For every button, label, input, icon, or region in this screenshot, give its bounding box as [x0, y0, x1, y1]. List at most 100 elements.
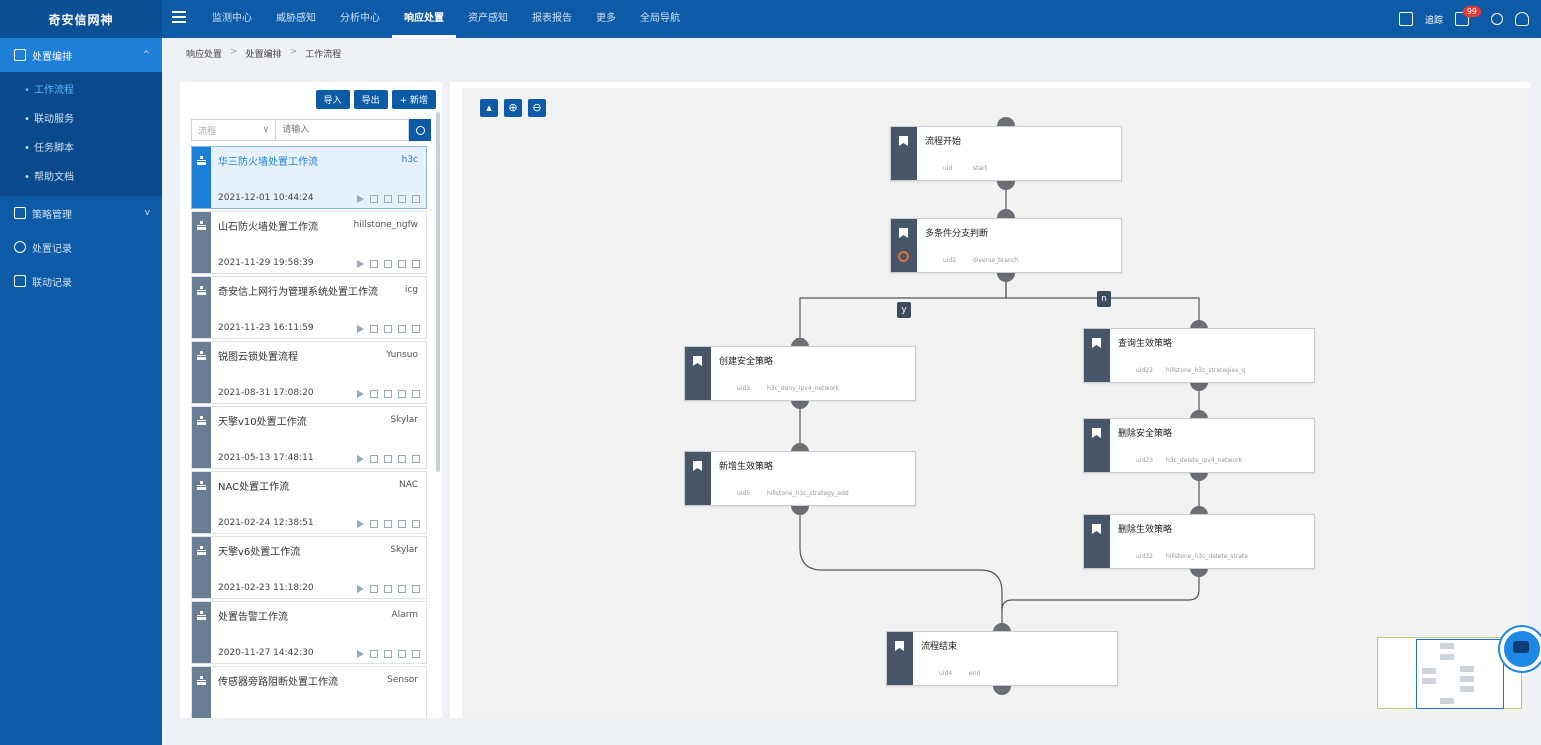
workflow-card[interactable]: 处置告警工作流 Alarm 2020-11-27 14:42:30 — [191, 601, 427, 664]
breadcrumb-item[interactable]: 响应处置 — [186, 50, 223, 60]
delete-icon[interactable] — [398, 650, 406, 658]
run-icon[interactable] — [357, 195, 364, 203]
nav-more[interactable]: 更多 — [596, 13, 616, 24]
nav-response[interactable]: 响应处置 — [392, 0, 456, 38]
download-icon[interactable] — [412, 325, 420, 333]
sidebar-item-task-script[interactable]: 任务脚本 — [0, 134, 162, 163]
nav-assets[interactable]: 资产感知 — [468, 13, 508, 24]
delete-icon[interactable] — [398, 455, 406, 463]
track-label[interactable]: 追踪 — [1424, 15, 1443, 26]
flow-node-create-policy[interactable]: 创建安全策略 uid3 h3c_deny_ipv4_network — [684, 346, 916, 401]
download-icon[interactable] — [412, 650, 420, 658]
flow-node-add-policy[interactable]: 新增生效策略 uid5 hillstone_h3c_strategy_add — [684, 451, 916, 506]
run-icon[interactable] — [357, 390, 364, 398]
edit-icon[interactable] — [370, 325, 378, 333]
run-icon[interactable] — [357, 585, 364, 593]
workflow-card[interactable]: 华三防火墙处置工作流 h3c 2021-12-01 10:44:24 — [191, 146, 427, 209]
workflow-card[interactable]: 传感器旁路阻断处置工作流 Sensor — [191, 666, 427, 718]
flow-node-start[interactable]: 流程开始 uid start — [890, 126, 1122, 181]
brand-logo[interactable]: 奇安信网神 — [0, 0, 162, 38]
add-button[interactable]: + 新增 — [391, 90, 436, 109]
settings-icon[interactable] — [1491, 13, 1503, 25]
nav-analysis[interactable]: 分析中心 — [340, 13, 380, 24]
copy-icon[interactable] — [384, 520, 392, 528]
mail-wrapper[interactable]: 99 — [1455, 6, 1481, 26]
canvas-area[interactable] — [462, 88, 1530, 718]
workflow-card[interactable]: NAC处置工作流 NAC 2021-02-24 12:38:51 — [191, 471, 427, 534]
mail-icon[interactable] — [1455, 12, 1469, 26]
search-input[interactable] — [276, 119, 410, 141]
search-button[interactable] — [409, 119, 431, 141]
branch-no-label[interactable]: n — [1097, 291, 1111, 307]
canvas-minimap[interactable] — [1377, 637, 1522, 709]
copy-icon[interactable] — [384, 325, 392, 333]
copy-icon[interactable] — [384, 650, 392, 658]
filter-select[interactable]: 流程 ∨ — [191, 119, 277, 141]
copy-icon[interactable] — [384, 260, 392, 268]
download-icon[interactable] — [412, 260, 420, 268]
delete-icon[interactable] — [398, 260, 406, 268]
flow-node-delete-effective-policy[interactable]: 删除生效策略 uid32 hillstone_h3c_delete_strate — [1083, 514, 1315, 569]
workflow-card[interactable]: 锐图云锁处置流程 Yunsuo 2021-08-31 17:08:20 — [191, 341, 427, 404]
layout-icon[interactable]: ▴ — [480, 99, 498, 117]
sidebar-item-workflow[interactable]: 工作流程 — [0, 76, 162, 105]
flow-node-branch[interactable]: 多条件分支判断 uid2 diverse_branch — [890, 218, 1122, 273]
sidebar-group-orchestration[interactable]: 处置编排 ^ — [0, 38, 162, 72]
run-icon[interactable] — [357, 325, 364, 333]
sidebar-item-linkage-service[interactable]: 联动服务 — [0, 105, 162, 134]
minimap-viewport[interactable] — [1416, 639, 1504, 709]
edit-icon[interactable] — [370, 520, 378, 528]
menu-toggle-icon[interactable] — [172, 11, 186, 25]
nav-global[interactable]: 全局导航 — [640, 13, 680, 24]
floating-chat-button[interactable] — [1500, 627, 1541, 671]
workflow-card[interactable]: 天擎v10处置工作流 Skylar 2021-05-13 17:48:11 — [191, 406, 427, 469]
edit-icon[interactable] — [370, 650, 378, 658]
run-icon[interactable] — [357, 455, 364, 463]
download-icon[interactable] — [412, 390, 420, 398]
edit-icon[interactable] — [370, 585, 378, 593]
breadcrumb-item[interactable]: 处置编排 — [245, 50, 282, 60]
delete-icon[interactable] — [398, 390, 406, 398]
delete-icon[interactable] — [398, 585, 406, 593]
export-button[interactable]: 导出 — [353, 90, 388, 109]
workflow-card[interactable]: 天擎v6处置工作流 Skylar 2021-02-23 11:18:20 — [191, 536, 427, 599]
delete-icon[interactable] — [398, 195, 406, 203]
delete-icon[interactable] — [398, 520, 406, 528]
flow-node-delete-security-policy[interactable]: 删除安全策略 uid23 h3c_delete_ipv4_network — [1083, 418, 1315, 473]
download-icon[interactable] — [412, 520, 420, 528]
sidebar-group-linkage-records[interactable]: 联动记录 — [0, 264, 162, 298]
run-icon[interactable] — [357, 650, 364, 658]
sidebar-group-records[interactable]: 处置记录 — [0, 230, 162, 264]
user-icon[interactable] — [1515, 12, 1529, 26]
flow-node-query-policy[interactable]: 查询生效策略 uid22 hillstone_h3c_strategies_q — [1083, 328, 1315, 383]
sidebar-item-help-docs[interactable]: 帮助文档 — [0, 163, 162, 192]
copy-icon[interactable] — [384, 585, 392, 593]
sidebar-group-policy[interactable]: 策略管理 v — [0, 196, 162, 230]
copy-icon[interactable] — [384, 390, 392, 398]
edit-icon[interactable] — [370, 390, 378, 398]
delete-icon[interactable] — [398, 325, 406, 333]
list-scrollbar[interactable] — [436, 112, 440, 472]
download-icon[interactable] — [412, 585, 420, 593]
edit-icon[interactable] — [370, 455, 378, 463]
bookmark-icon — [693, 461, 702, 471]
import-button[interactable]: 导入 — [315, 90, 350, 109]
edit-icon[interactable] — [370, 260, 378, 268]
nav-threat[interactable]: 威胁感知 — [276, 13, 316, 24]
edit-icon[interactable] — [370, 195, 378, 203]
zoom-out-icon[interactable]: ⊖ — [528, 99, 546, 117]
branch-yes-label[interactable]: y — [897, 302, 911, 318]
copy-icon[interactable] — [384, 195, 392, 203]
zoom-in-icon[interactable]: ⊕ — [504, 99, 522, 117]
run-icon[interactable] — [357, 520, 364, 528]
workflow-card[interactable]: 奇安信上网行为管理系统处置工作流 icg 2021-11-23 16:11:59 — [191, 276, 427, 339]
nav-reports[interactable]: 报表报告 — [532, 13, 572, 24]
nav-monitor[interactable]: 监测中心 — [212, 13, 252, 24]
track-icon[interactable] — [1398, 12, 1413, 26]
workflow-card[interactable]: 山石防火墙处置工作流 hillstone_ngfw 2021-11-29 19:… — [191, 211, 427, 274]
flow-node-end[interactable]: 流程结束 uid4 end — [886, 631, 1118, 686]
run-icon[interactable] — [357, 260, 364, 268]
copy-icon[interactable] — [384, 455, 392, 463]
download-icon[interactable] — [412, 195, 420, 203]
download-icon[interactable] — [412, 455, 420, 463]
